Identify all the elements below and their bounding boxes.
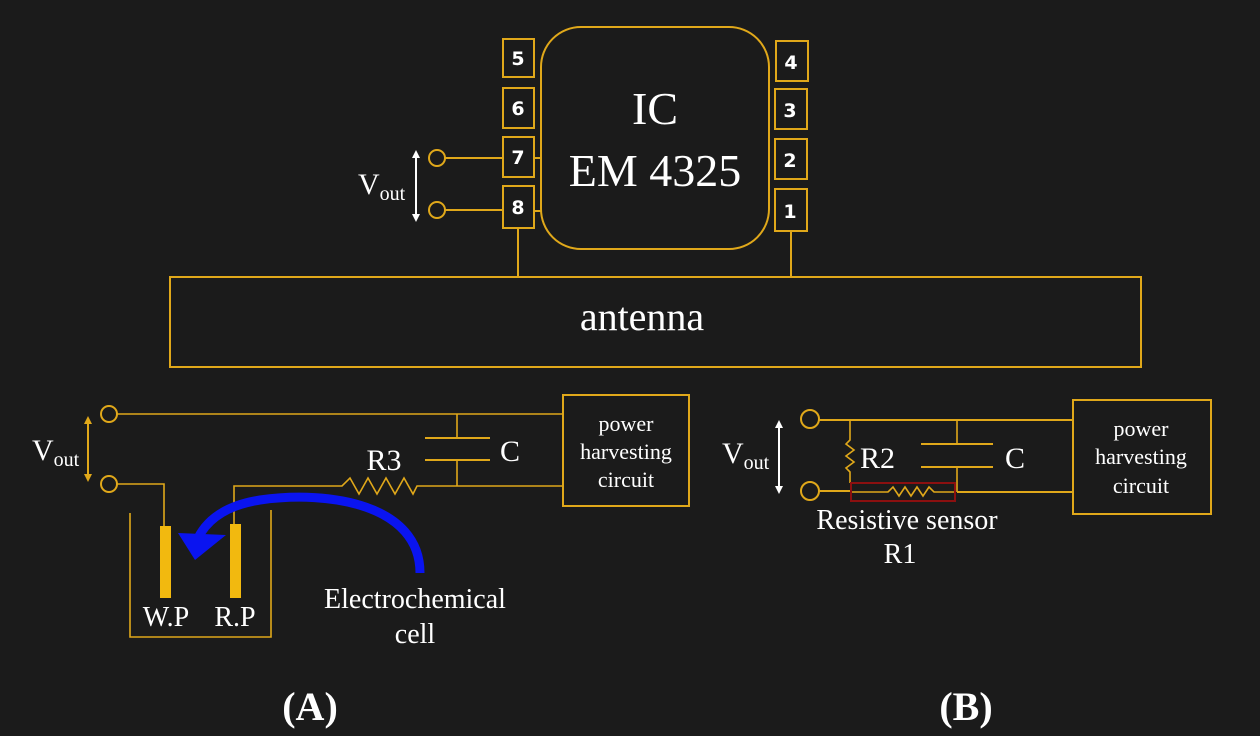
panel-a: Vout C R3 power harvesting circuit W.P R… — [32, 394, 690, 729]
resistor-r1-icon — [851, 485, 955, 498]
ic-pin-1: 1 — [774, 188, 808, 232]
ic-chip: IC EM 4325 5 6 7 8 4 3 — [502, 26, 809, 277]
antenna-block: antenna — [169, 276, 1142, 368]
ic-pin-2: 2 — [774, 138, 808, 180]
electrode-label-wp: W.P — [143, 602, 189, 633]
vout-label: Vout — [358, 168, 406, 205]
power-harvesting-box — [1072, 399, 1212, 515]
cell-label-line: Electrochemical — [324, 584, 506, 615]
power-box-line: harvesting — [1095, 444, 1187, 469]
sensor-label-line: R1 — [884, 539, 917, 570]
ic-vout-terminals: Vout — [358, 149, 503, 222]
blue-arrowhead-icon — [178, 533, 226, 560]
pin-label: 8 — [511, 197, 524, 219]
terminal-icon — [100, 405, 118, 423]
resistor-r3-label: R3 — [366, 444, 401, 477]
panel-a-vout-label: Vout — [32, 434, 80, 471]
electrode-label-rp: R.P — [214, 602, 255, 633]
pin-label: 4 — [784, 52, 797, 74]
sensor-label-line: Resistive sensor — [816, 505, 998, 536]
capacitor-label: C — [500, 435, 520, 468]
pin-label: 1 — [783, 201, 796, 223]
terminal-icon — [428, 201, 446, 219]
pin-label: 7 — [511, 147, 524, 169]
ic-pin-8: 8 — [502, 185, 535, 229]
terminal-icon — [800, 409, 820, 429]
ic-part-number: EM 4325 — [569, 145, 742, 196]
cell-container — [129, 510, 272, 638]
resistive-sensor-highlight — [850, 482, 956, 502]
power-box-line: circuit — [598, 467, 654, 492]
blue-curved-arrow-icon — [193, 492, 425, 574]
ic-pin-3: 3 — [774, 88, 808, 130]
terminal-icon — [100, 475, 118, 493]
working-electrode — [160, 526, 171, 598]
power-box-line: power — [599, 411, 655, 436]
antenna-box — [169, 276, 1142, 368]
panel-b-caption: (B) — [939, 684, 992, 729]
resistor-r2-label: R2 — [860, 442, 895, 475]
power-box-line: power — [1114, 416, 1170, 441]
pin-label: 3 — [783, 100, 796, 122]
power-box-line: harvesting — [580, 439, 672, 464]
panel-b: Vout R2 C Resistive sensor R1 power harv… — [722, 399, 1212, 729]
antenna-label: antenna — [580, 294, 705, 339]
power-box-line: circuit — [1113, 473, 1169, 498]
capacitor-label: C — [1005, 442, 1025, 475]
ic-pin-5: 5 — [502, 38, 535, 78]
ic-body — [540, 26, 770, 250]
panel-a-caption: (A) — [282, 684, 338, 729]
terminal-icon — [428, 149, 446, 167]
pin-label: 5 — [511, 48, 524, 70]
ic-pin-6: 6 — [502, 87, 535, 129]
ic-title: IC — [632, 83, 678, 134]
ic-pin-7: 7 — [502, 136, 535, 178]
resistor-r3-icon — [233, 476, 563, 526]
reference-electrode — [230, 524, 241, 598]
ic-pin-4: 4 — [775, 40, 809, 82]
terminal-icon — [800, 481, 820, 501]
panel-b-vout-label: Vout — [722, 437, 770, 474]
cell-label-line: cell — [395, 619, 436, 650]
resistor-r2-icon — [844, 420, 856, 483]
power-harvesting-box — [562, 394, 690, 507]
pin-label: 6 — [511, 98, 524, 120]
pin-label: 2 — [783, 150, 796, 172]
